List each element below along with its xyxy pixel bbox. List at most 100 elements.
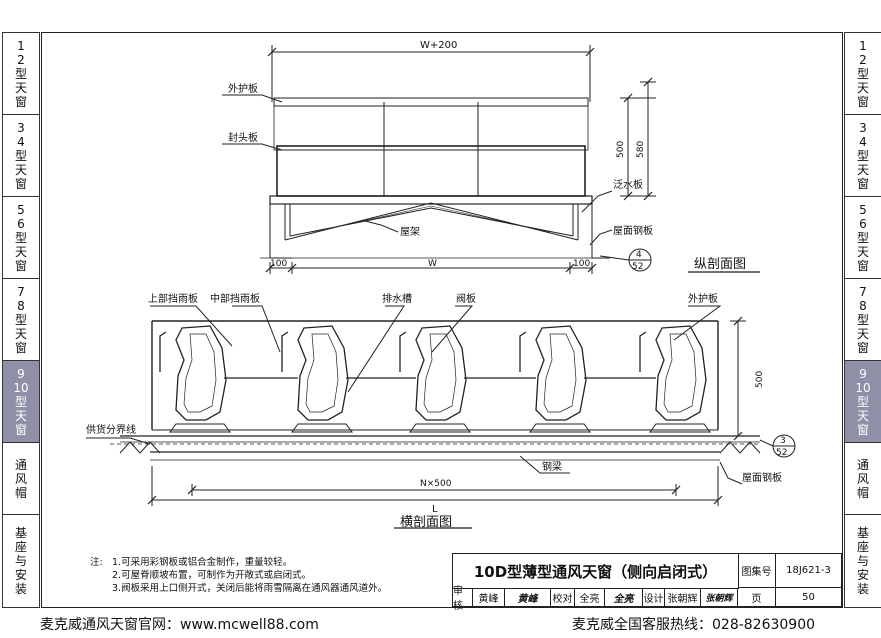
footer-website[interactable]: 麦克威通风天窗官网：www.mcwell88.com — [40, 617, 319, 633]
tab-char: 9 — [17, 366, 25, 381]
tab-char: 与 — [856, 554, 869, 568]
valve-inner-2 — [305, 333, 339, 413]
tab-char: 6 — [17, 216, 25, 231]
valve-plate-2 — [297, 325, 349, 421]
tab-char: 窗 — [14, 176, 27, 191]
checker-signature: 全亮 — [605, 588, 643, 607]
tab-char: 窗 — [14, 340, 27, 355]
tab-ventilation-cap[interactable]: 通风帽 — [3, 443, 39, 515]
valve-plate-4 — [535, 325, 587, 421]
dim-W-plus-200: W+200 — [420, 40, 457, 51]
tab-char: 5 — [17, 202, 25, 217]
rain-baffle-3 — [399, 331, 407, 372]
atlas-value: 18J621-3 — [776, 554, 842, 588]
tab-char: 型 — [856, 394, 869, 409]
valve-plate-3 — [415, 325, 467, 421]
detail-4-page: 52 — [632, 262, 643, 272]
tab-char: 天 — [856, 162, 869, 177]
note-3: 3.阀板采用上口侧开式，关闭后能将雨雪隔离在通风器通风道外。 — [112, 583, 388, 594]
tab-char: 6 — [859, 216, 867, 231]
tab-char: 窗 — [14, 422, 27, 437]
tab-char: 装 — [14, 582, 27, 596]
tab-char: 窗 — [856, 340, 869, 355]
notes: 注:1.可采用彩钢板或铝合金制作，重量较轻。 2.可屋脊顺坡布置，可制作为开敞式… — [90, 556, 387, 595]
drawing-title: 10D型薄型通风天窗（侧向启闭式） — [453, 554, 739, 589]
label-roof-panel-bottom: 屋面钢板 — [742, 471, 782, 484]
design-label: 设计 — [643, 588, 665, 607]
note-1: 1.可采用彩钢板或铝合金制作，重量较轻。 — [112, 557, 293, 568]
designer-name: 张朝辉 — [665, 588, 701, 607]
rain-baffle-4 — [519, 331, 527, 372]
tab-char: 天 — [856, 244, 869, 259]
tab-char: 型 — [14, 66, 27, 81]
label-roof-panel-top: 屋面钢板 — [613, 224, 653, 237]
checker-name: 全亮 — [575, 588, 605, 607]
notes-label: 注: — [90, 557, 103, 568]
tab-char: 窗 — [856, 422, 869, 437]
valve-inner-4 — [543, 333, 577, 413]
label-steel-beam: 钢梁 — [542, 460, 562, 473]
tab-char: 帽 — [856, 485, 869, 500]
rain-baffle-1 — [159, 331, 167, 372]
detail-3-num: 3 — [780, 436, 786, 446]
tab-char: 通 — [856, 457, 869, 472]
label-upper-baffle: 上部挡雨板 — [148, 292, 198, 305]
detail-4-num: 4 — [636, 250, 642, 260]
tab-base-install[interactable]: 基座与安装 — [845, 515, 881, 607]
dim-500-top: 500 — [616, 141, 626, 158]
tab-char: 3 — [859, 120, 867, 135]
drain-trough-4 — [529, 423, 591, 433]
dim-100-left: 100 — [270, 259, 287, 269]
tab-char: 7 — [859, 284, 867, 299]
label-valve: 阀板 — [456, 292, 476, 305]
tab-char: 型 — [14, 312, 27, 327]
title-block: 10D型薄型通风天窗（侧向启闭式） 图集号 18J621-3 审核 黄峰 黄峰 … — [452, 553, 842, 612]
tab-char: 3 — [17, 120, 25, 135]
tab-char: 基 — [856, 526, 869, 540]
tab-char: 型 — [856, 148, 869, 163]
tab-char: 风 — [856, 471, 869, 486]
footer-hotline: 麦克威全国客服热线：028-82630900 — [572, 617, 816, 633]
label-drain: 排水槽 — [382, 292, 412, 305]
outer-panel-top — [273, 97, 589, 107]
detail-3-page: 52 — [776, 448, 787, 458]
label-end-plate: 封头板 — [228, 131, 258, 144]
tab-char: 座 — [14, 540, 27, 554]
dim-100-right: 100 — [573, 259, 590, 269]
label-outer-panel-top: 外护板 — [228, 82, 258, 95]
tab-char: 帽 — [14, 485, 27, 500]
tab-ventilation-cap[interactable]: 通风帽 — [845, 443, 881, 515]
dim-N-500: N×500 — [420, 479, 452, 489]
page-label: 页 — [738, 588, 776, 607]
tab-base-install[interactable]: 基座与安装 — [3, 515, 39, 607]
tab-char: 型 — [14, 230, 27, 245]
drain-trough-2 — [291, 423, 353, 433]
designer-signature: 张朝辉 — [701, 588, 738, 607]
tab-char: 天 — [856, 80, 869, 95]
rain-baffle-5 — [639, 331, 647, 372]
valve-plate-5 — [655, 325, 707, 421]
end-plate — [276, 145, 586, 197]
valve-plate-1 — [175, 325, 227, 421]
tab-char: 1 — [859, 38, 867, 53]
footer-banner: 麦克威通风天窗官网：www.mcwell88.com 麦克威全国客服热线：028… — [0, 608, 881, 638]
tab-char: 型 — [14, 394, 27, 409]
label-outer-panel-bottom: 外护板 — [688, 292, 718, 305]
tab-char: 窗 — [14, 258, 27, 273]
tab-char: 8 — [859, 298, 867, 313]
dim-W: W — [428, 259, 437, 269]
drain-trough-1 — [169, 423, 231, 433]
tab-char: 天 — [14, 408, 27, 423]
tab-char: 2 — [859, 52, 867, 67]
tab-char: 天 — [856, 408, 869, 423]
